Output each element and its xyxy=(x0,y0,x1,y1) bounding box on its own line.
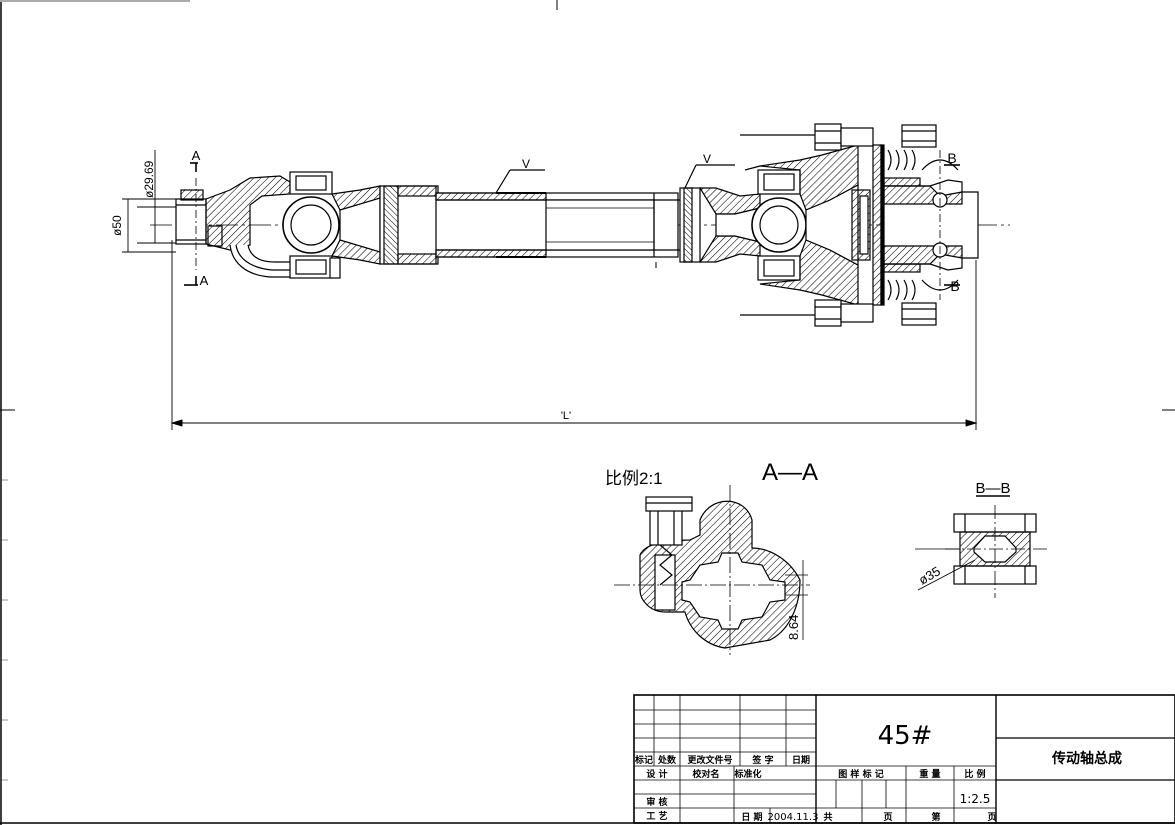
hdr-review: 审 核 xyxy=(646,796,667,808)
section-b-label-bottom: B xyxy=(950,278,959,294)
dim-length-l: 'L' xyxy=(561,410,571,422)
friction-plates xyxy=(872,144,921,306)
hdr-pattern-mark: 图 样 标 记 xyxy=(838,768,883,780)
flange-bolt-top xyxy=(814,123,937,151)
drive-shaft-main-view xyxy=(122,123,1010,430)
hdr-process: 工 艺 xyxy=(646,810,667,822)
material-label: 45# xyxy=(878,721,933,751)
section-b-label-top: B xyxy=(947,150,956,166)
hdr-change-doc: 更改文件号 xyxy=(687,754,732,766)
part-name: 传动轴总成 xyxy=(1051,750,1122,767)
hdr-std-check: 标准化 xyxy=(733,768,761,780)
section-aa-title: A—A xyxy=(762,459,818,486)
title-block xyxy=(633,694,1175,824)
dim-864: 8.64 xyxy=(786,615,801,640)
hdr-signature: 签 字 xyxy=(751,754,773,766)
weld-symbol-left-label: V xyxy=(522,157,530,171)
section-bb-title: B—B xyxy=(975,480,1010,497)
section-a-label-top: A xyxy=(192,148,201,163)
hdr-proofread: 校对名 xyxy=(692,768,719,780)
dimension-lines xyxy=(122,150,978,430)
hdr-scale: 比 例 xyxy=(964,768,985,780)
hdr-mark: 标记 xyxy=(634,754,653,766)
section-aa-scale: 比例2:1 xyxy=(605,469,663,488)
dim-dia-50: ø50 xyxy=(110,215,124,236)
section-aa-view xyxy=(614,485,810,655)
weld-symbol-left xyxy=(495,169,545,194)
hdr-weight: 重 量 xyxy=(919,768,940,780)
scale-value: 1:2.5 xyxy=(960,792,991,806)
weld-symbol-right-label: V xyxy=(703,152,711,166)
hdr-total: 共 xyxy=(823,811,832,823)
left-yoke-body xyxy=(205,175,291,251)
dim-dia-35: ø35 xyxy=(916,563,943,587)
flange-bolt-bottom xyxy=(814,299,937,327)
hdr-date2: 日 期 xyxy=(741,811,762,823)
hdr-count: 处数 xyxy=(657,754,677,766)
date-value: 2004.11.3 xyxy=(768,812,819,823)
dim-dia-2969: ø29.69 xyxy=(142,160,156,198)
hdr-page2: 页 xyxy=(987,812,996,823)
hdr-date: 日期 xyxy=(792,754,810,766)
section-bb-view xyxy=(915,495,1048,598)
main-tube xyxy=(435,192,680,268)
hdr-page: 页 xyxy=(883,812,892,823)
hdr-design: 设 计 xyxy=(646,768,667,780)
section-a-label-bottom: A xyxy=(200,273,209,288)
hdr-sheet: 第 xyxy=(931,811,940,823)
